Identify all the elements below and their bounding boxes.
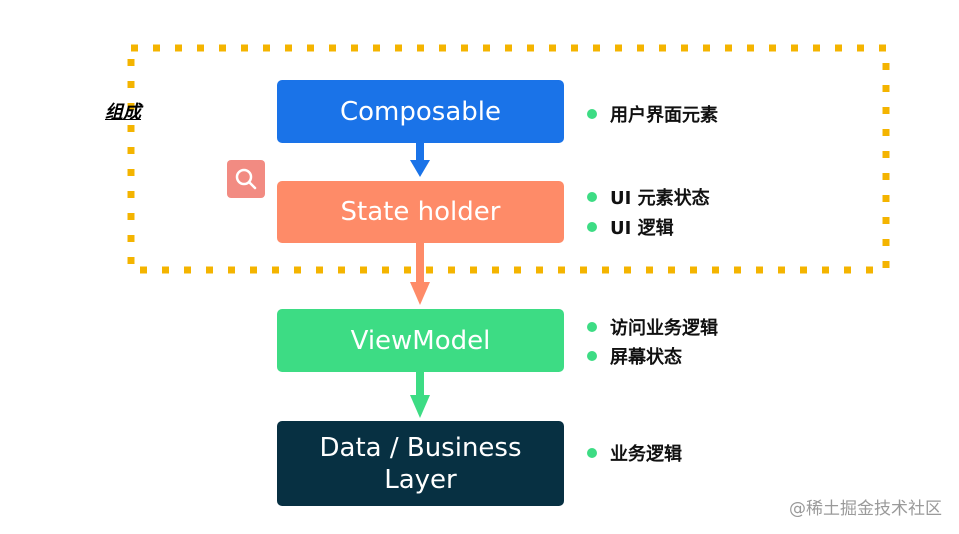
group-label: 组成 — [105, 102, 141, 123]
composition-group-border — [127, 44, 890, 274]
data-business-layer-box: Data / Business Layer — [277, 421, 564, 506]
watermark: @稀土掘金技术社区 — [789, 499, 942, 519]
bullet-dot-icon — [587, 222, 597, 232]
composable-box: Composable — [277, 80, 564, 143]
viewmodel-box: ViewModel — [277, 309, 564, 372]
bullet-item: 访问业务逻辑 — [587, 314, 718, 340]
bullet-item: UI 逻辑 — [587, 214, 674, 240]
bullet-dot-icon — [587, 109, 597, 119]
bullet-text: 屏幕状态 — [610, 347, 682, 368]
search-badge[interactable] — [227, 160, 265, 198]
bullet-item: 屏幕状态 — [587, 343, 682, 369]
bullet-item: 用户界面元素 — [587, 101, 718, 127]
bullet-dot-icon — [587, 322, 597, 332]
search-icon — [235, 168, 257, 190]
arrow-state-holder-to-viewmodel — [410, 243, 430, 305]
bullet-dot-icon — [587, 192, 597, 202]
bullet-dot-icon — [587, 351, 597, 361]
state-holder-box: State holder — [277, 181, 564, 243]
arrow-composable-to-state-holder — [410, 143, 430, 177]
bullet-text: UI 元素状态 — [610, 188, 710, 209]
bullet-text: 业务逻辑 — [610, 444, 682, 465]
bullet-text: UI 逻辑 — [610, 218, 674, 239]
bullet-item: UI 元素状态 — [587, 184, 710, 210]
arrow-viewmodel-to-data-layer — [410, 372, 430, 418]
bullet-dot-icon — [587, 448, 597, 458]
bullet-item: 业务逻辑 — [587, 440, 682, 466]
bullet-text: 用户界面元素 — [610, 105, 718, 126]
bullet-text: 访问业务逻辑 — [610, 318, 718, 339]
